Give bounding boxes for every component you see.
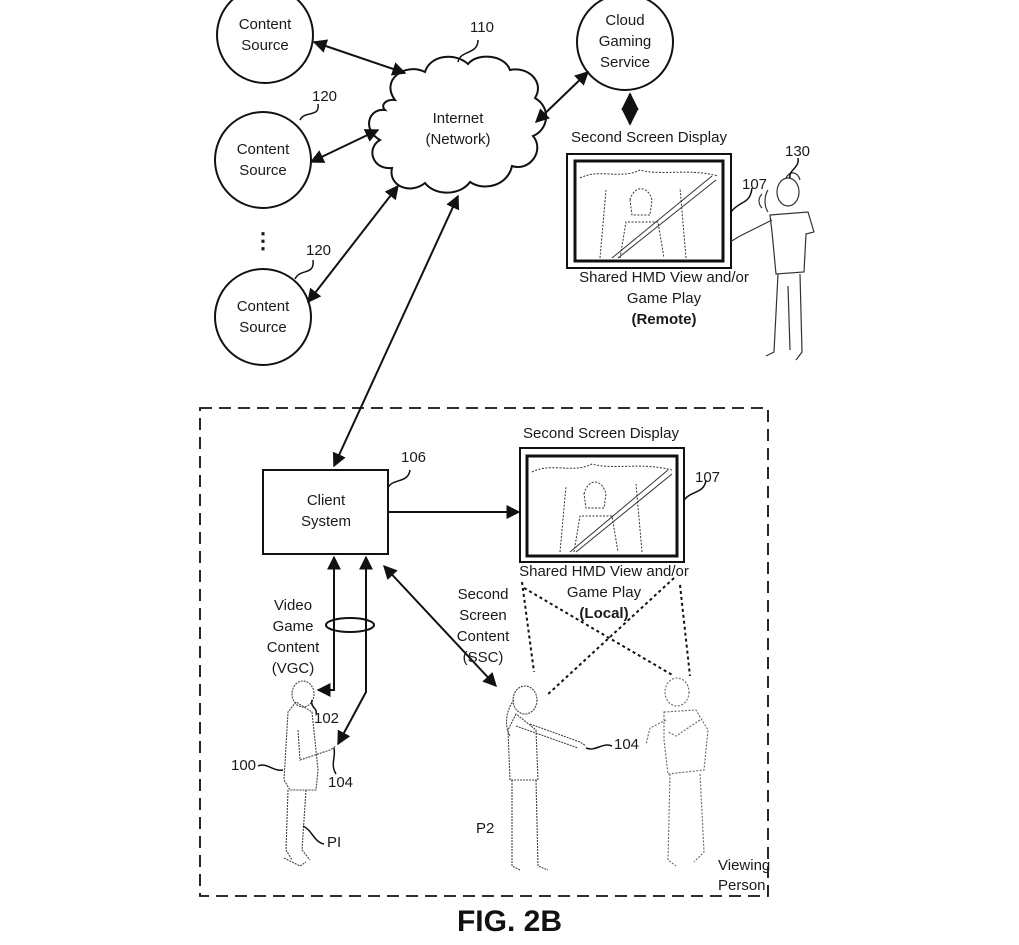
content-source-1-circle	[216, 0, 314, 84]
remote-display-inner	[573, 159, 725, 263]
leader-104-p2	[585, 744, 613, 750]
vgc-bundle-ellipse	[325, 617, 375, 633]
leader-106	[387, 469, 411, 489]
label-line: System	[300, 513, 351, 530]
arrow-vgc-controller	[337, 555, 373, 746]
leader-120-b	[294, 259, 314, 280]
leader-pi	[302, 825, 325, 845]
arrow-internet-cloudgaming	[534, 71, 590, 123]
ref-104-p2: 104	[614, 736, 640, 753]
label-line: Video	[273, 597, 313, 614]
ref-110: 110	[470, 19, 494, 36]
local-display-inner	[525, 454, 679, 558]
player2-figure	[505, 685, 587, 871]
ref-107-local: 107	[695, 469, 721, 486]
arrow-ssc	[383, 564, 497, 688]
label-line: (SSC)	[462, 649, 504, 666]
remote-person-figure	[729, 172, 815, 361]
local-display-scene	[531, 463, 673, 553]
player2-label: P2	[476, 820, 495, 837]
caption-line-emphasis: (Local)	[579, 605, 629, 622]
ref-130: 130	[785, 143, 811, 160]
label-line: Viewing	[718, 857, 771, 874]
leader-110	[457, 39, 479, 63]
figure-title: FIG. 2B	[456, 905, 562, 938]
viewing-person-figure	[645, 677, 709, 867]
leader-100	[257, 764, 284, 771]
ref-102: 102	[314, 710, 340, 727]
local-environment-boundary	[199, 407, 769, 897]
leader-130	[789, 157, 799, 179]
caption-line: Game Play	[626, 290, 702, 307]
label-line: Source	[239, 319, 287, 336]
player1-figure	[283, 680, 337, 867]
leader-120-a	[299, 103, 319, 121]
caption-line: Shared HMD View and/or	[579, 269, 749, 286]
arrow-internet-client	[332, 194, 460, 468]
content-source-3-label: Content Source	[223, 296, 303, 338]
remote-display-title: Second Screen Display	[571, 129, 727, 146]
arrow-source2-internet	[309, 129, 380, 163]
caption-line: Game Play	[566, 584, 642, 601]
client-system-label: Client System	[265, 490, 387, 532]
label-line: Content	[236, 298, 290, 315]
ref-107-remote: 107	[742, 176, 768, 193]
content-source-3-circle	[214, 268, 312, 366]
label-line: Service	[599, 54, 651, 71]
ref-120-a: 120	[312, 88, 338, 105]
local-display-title: Second Screen Display	[523, 425, 679, 442]
label-line: Content	[456, 628, 510, 645]
label-line: Gaming	[598, 33, 652, 50]
remote-display-scene	[579, 169, 719, 259]
arrow-source1-internet	[312, 39, 407, 76]
cloud-gaming-label: Cloud Gaming Service	[585, 10, 665, 73]
ref-106: 106	[401, 449, 427, 466]
leader-104-p1	[332, 747, 337, 775]
sight-lines	[521, 577, 691, 697]
cloud-gaming-circle	[576, 0, 674, 91]
label-line: (VGC)	[271, 660, 315, 677]
label-line: Source	[239, 162, 287, 179]
label-line: Second	[457, 586, 509, 603]
label-line: Game	[272, 618, 314, 635]
content-source-2-label: Content Source	[223, 139, 303, 181]
arrow-vgc-hmd	[316, 555, 341, 697]
label-line: Client	[306, 492, 346, 509]
leader-107-remote	[730, 187, 753, 213]
label-line: Cloud	[605, 12, 645, 29]
client-system-box	[262, 469, 389, 555]
label-line: (Network)	[425, 131, 491, 148]
ref-104-p1: 104	[328, 774, 354, 791]
internet-label: Internet (Network)	[418, 108, 498, 150]
remote-display-caption: Shared HMD View and/or Game Play (Remote…	[566, 267, 762, 330]
viewing-person-label: Viewing Person	[718, 856, 770, 896]
leader-102	[310, 699, 318, 715]
content-source-1-label: Content Source	[225, 14, 305, 56]
player1-label: PI	[327, 834, 342, 851]
label-line: Content	[238, 16, 292, 33]
caption-line: Shared HMD View and/or	[519, 563, 689, 580]
local-display-caption: Shared HMD View and/or Game Play (Local)	[506, 561, 702, 624]
vgc-label: Video Game Content (VGC)	[253, 595, 333, 679]
ref-100: 100	[231, 757, 257, 774]
ssc-label: Second Screen Content (SSC)	[443, 584, 523, 668]
leader-107-local	[683, 479, 707, 501]
label-line: Content	[266, 639, 320, 656]
internet-cloud	[368, 55, 547, 194]
label-line: Internet	[432, 110, 484, 127]
label-line: Screen	[459, 607, 507, 624]
ref-120-b: 120	[306, 242, 332, 259]
label-line: Person	[718, 877, 766, 894]
label-line: Content	[236, 141, 290, 158]
ellipsis-icon: ⋮	[252, 228, 274, 253]
caption-line-emphasis: (Remote)	[631, 311, 697, 328]
label-line: Source	[241, 37, 289, 54]
